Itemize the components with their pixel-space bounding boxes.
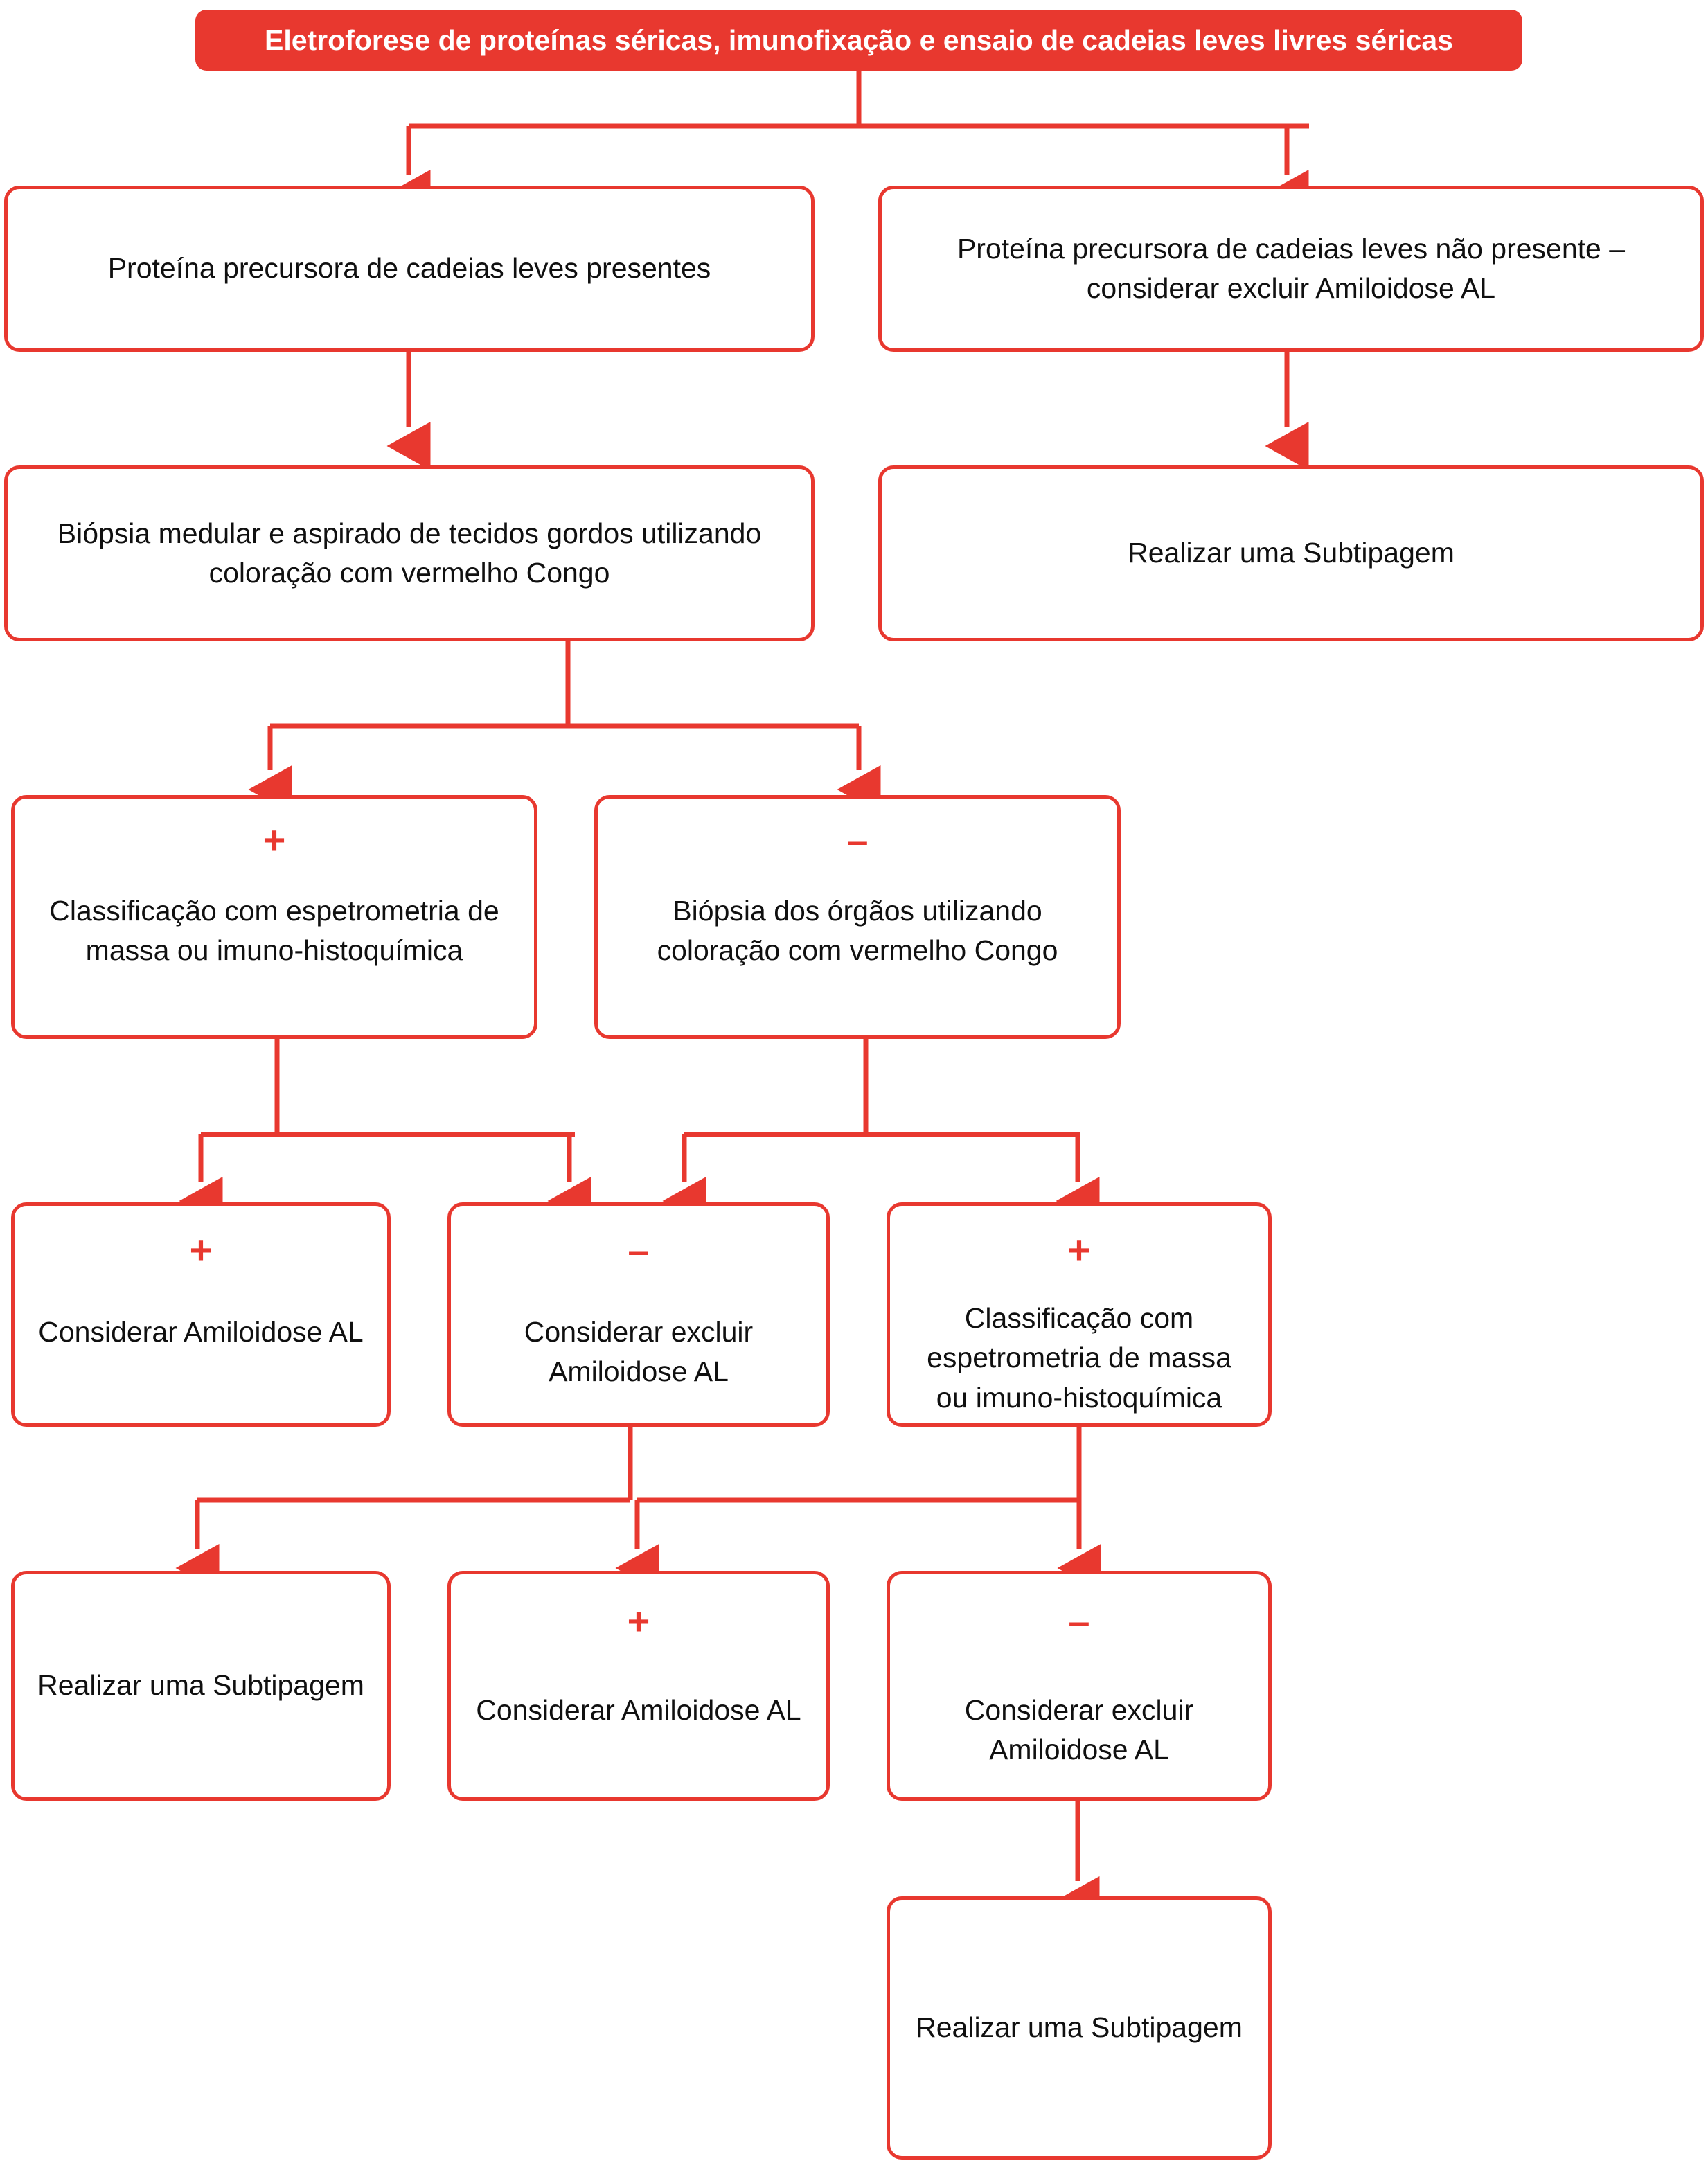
node-exclude-al-a[interactable]: – Considerar excluir Amiloidose AL bbox=[447, 1202, 830, 1427]
node-label: Realizar uma Subtipagem bbox=[37, 1669, 364, 1702]
node-label: Realizar uma Subtipagem bbox=[1128, 537, 1455, 569]
node-label: Realizar uma Subtipagem bbox=[916, 2011, 1243, 2044]
diagram-title-text: Eletroforese de proteínas séricas, imuno… bbox=[264, 24, 1454, 56]
node-subtyping-b[interactable]: Realizar uma Subtipagem bbox=[887, 1896, 1272, 2160]
node-label: Considerar Amiloidose AL bbox=[38, 1316, 364, 1348]
diagram-title: Eletroforese de proteínas séricas, imuno… bbox=[195, 10, 1522, 71]
node-label: Considerar Amiloidose AL bbox=[476, 1694, 801, 1726]
node-subtyping-right[interactable]: Realizar uma Subtipagem bbox=[878, 465, 1704, 641]
node-precursor-present[interactable]: Proteína precursora de cadeias leves pre… bbox=[4, 186, 815, 352]
sign-negative: – bbox=[1068, 1599, 1090, 1643]
node-consider-al-b[interactable]: + Considerar Amiloidose AL bbox=[447, 1571, 830, 1801]
node-label: Considerar excluir Amiloidose AL bbox=[524, 1316, 754, 1388]
node-exclude-al-b[interactable]: – Considerar excluir Amiloidose AL bbox=[887, 1571, 1272, 1801]
node-label: Proteína precursora de cadeias leves não… bbox=[957, 232, 1626, 304]
node-precursor-absent[interactable]: Proteína precursora de cadeias leves não… bbox=[878, 186, 1704, 352]
node-consider-al-a[interactable]: + Considerar Amiloidose AL bbox=[11, 1202, 391, 1427]
node-label: Classificação com espetrometria de massa… bbox=[49, 895, 499, 967]
node-classification-mass-spec-a[interactable]: + Classificação com espetrometria de mas… bbox=[11, 795, 537, 1039]
node-subtyping-a[interactable]: Realizar uma Subtipagem bbox=[11, 1571, 391, 1801]
sign-positive: + bbox=[1067, 1228, 1091, 1272]
node-organ-biopsy[interactable]: – Biópsia dos órgãos utilizando coloraçã… bbox=[594, 795, 1121, 1039]
node-label: Considerar excluir Amiloidose AL bbox=[964, 1694, 1194, 1766]
sign-positive: + bbox=[263, 818, 286, 862]
node-label: Classificação com espetrometria de massa… bbox=[927, 1302, 1231, 1414]
node-label: Proteína precursora de cadeias leves pre… bbox=[107, 252, 711, 285]
node-marrow-biopsy[interactable]: Biópsia medular e aspirado de tecidos go… bbox=[4, 465, 815, 641]
sign-negative: – bbox=[628, 1228, 650, 1272]
node-label: Biópsia medular e aspirado de tecidos go… bbox=[57, 517, 762, 589]
sign-negative: – bbox=[846, 818, 869, 862]
sign-positive: + bbox=[189, 1228, 213, 1272]
node-label: Biópsia dos órgãos utilizando coloração … bbox=[657, 895, 1058, 967]
node-classification-mass-spec-b[interactable]: + Classificação com espetrometria de mas… bbox=[887, 1202, 1272, 1427]
sign-positive: + bbox=[627, 1599, 650, 1643]
